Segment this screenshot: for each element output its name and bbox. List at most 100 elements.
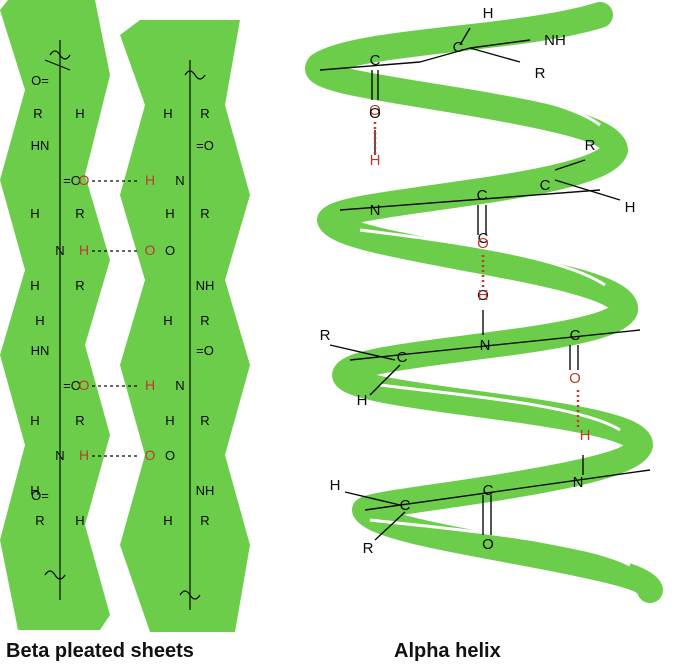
hbond-donor-acceptor: H [145, 377, 155, 393]
bond-line [459, 27, 471, 46]
beta-left-atom: N [55, 448, 64, 463]
bond-line [329, 344, 396, 361]
beta-left-backbone [44, 40, 71, 600]
hbond-donor-acceptor: O [145, 242, 156, 258]
beta-right-atom: H [165, 206, 174, 221]
beta-left-atom: R [75, 278, 84, 293]
hbond-donor-acceptor: O [79, 172, 90, 188]
alpha-helix-atom: H [370, 152, 381, 169]
alpha-helix-atom: H [357, 392, 368, 409]
alpha-helix-atom: C [478, 230, 489, 247]
alpha-helix-atom: C [400, 497, 411, 514]
alpha-helix-atom: R [585, 137, 596, 154]
beta-right-atom: H [165, 413, 174, 428]
alpha-helix-atom: N [370, 202, 381, 219]
alpha-helix-atom: R [535, 65, 546, 82]
beta-left-atom: =O [63, 173, 81, 188]
alpha-helix-atom: N [573, 474, 584, 491]
beta-right-atom: O [165, 448, 175, 463]
beta-left-atom: HN [31, 138, 50, 153]
beta-right-atom: R [200, 413, 209, 428]
alpha-helix-atom: O [369, 105, 381, 122]
beta-right-atom: R [200, 106, 209, 121]
alpha-helix-atom: C [370, 52, 381, 69]
alpha-helix-atom: O [477, 287, 489, 304]
beta-right-atom: O [165, 243, 175, 258]
beta-right-atom: N [175, 378, 184, 393]
beta-right-atom: NH [196, 278, 215, 293]
hbond-donor-acceptor: H [79, 242, 89, 258]
alpha-helix-atom: O [369, 102, 381, 119]
beta-left-atom: R [75, 206, 84, 221]
beta-left-atom: H [75, 106, 84, 121]
beta-left-atom: R [75, 413, 84, 428]
hbond-donor-acceptor: H [145, 172, 155, 188]
beta-left-atom: H [30, 206, 39, 221]
alpha-helix-atom: H [483, 5, 494, 22]
bond-line [339, 189, 601, 211]
alpha-helix-atom: H [625, 199, 636, 216]
alpha-helix-atom: R [320, 327, 331, 344]
chain-break-squiggle [179, 590, 201, 600]
bond-line [349, 329, 641, 361]
beta-left-atom: HN [31, 343, 50, 358]
alpha-helix-caption: Alpha helix [394, 640, 501, 662]
hbond-donor-acceptor: O [145, 447, 156, 463]
beta-left-atom: H [35, 313, 44, 328]
chain-break-squiggle [184, 70, 206, 80]
hbond-donor-acceptor: H [79, 447, 89, 463]
beta-left-atom: O= [31, 73, 49, 88]
alpha-helix-atom: C [570, 327, 581, 344]
bond-line [419, 47, 471, 63]
beta-right-atom: R [200, 513, 209, 528]
beta-right-atom: H [163, 106, 172, 121]
bond-line [554, 179, 621, 201]
alpha-helix-atom: O [482, 536, 494, 553]
alpha-helix-atom: N [480, 337, 491, 354]
bond-line [344, 491, 401, 506]
beta-left-atom: O= [31, 488, 49, 503]
bond-line [44, 59, 71, 71]
hbond-donor-acceptor: O [79, 377, 90, 393]
chain-break-squiggle [44, 570, 66, 580]
beta-left-atom: H [30, 413, 39, 428]
bond-line [319, 61, 421, 71]
beta-left-atom: R [33, 106, 42, 121]
beta-strand-left [0, 0, 110, 630]
beta-left-atom: H [75, 513, 84, 528]
beta-right-atom: N [175, 173, 184, 188]
beta-left-atom: N [55, 243, 64, 258]
beta-right-atom: R [200, 313, 209, 328]
beta-left-atom: R [35, 513, 44, 528]
bond-line [369, 364, 401, 396]
alpha-helix-atom: C [540, 177, 551, 194]
alpha-helix-atom: C [397, 349, 408, 366]
alpha-helix-ribbon [305, 2, 663, 603]
alpha-helix-atom: C [477, 187, 488, 204]
beta-right-atom: H [163, 513, 172, 528]
alpha-helix-atom: O [569, 370, 581, 387]
beta-left-atom: H [30, 278, 39, 293]
beta-right-atom: =O [196, 343, 214, 358]
beta-sheet-caption: Beta pleated sheets [6, 640, 194, 662]
alpha-helix-atom: C [483, 482, 494, 499]
beta-right-atom: NH [196, 483, 215, 498]
chain-break-squiggle [49, 50, 71, 60]
alpha-helix-atom: C [453, 39, 464, 56]
bond-line [374, 511, 406, 541]
alpha-helix-highlight [359, 71, 631, 567]
bond-line [364, 469, 651, 511]
beta-right-atom: H [163, 313, 172, 328]
beta-right-backbone [179, 60, 206, 610]
alpha-helix-atom: H [580, 427, 591, 444]
alpha-helix-atom: H [330, 477, 341, 494]
beta-strand-right [120, 20, 250, 632]
alpha-helix-atom: NH [544, 32, 566, 49]
bond-line [469, 39, 531, 49]
beta-left-atom: =O [63, 378, 81, 393]
alpha-helix-backbone [319, 27, 651, 541]
bond-line [554, 159, 586, 171]
